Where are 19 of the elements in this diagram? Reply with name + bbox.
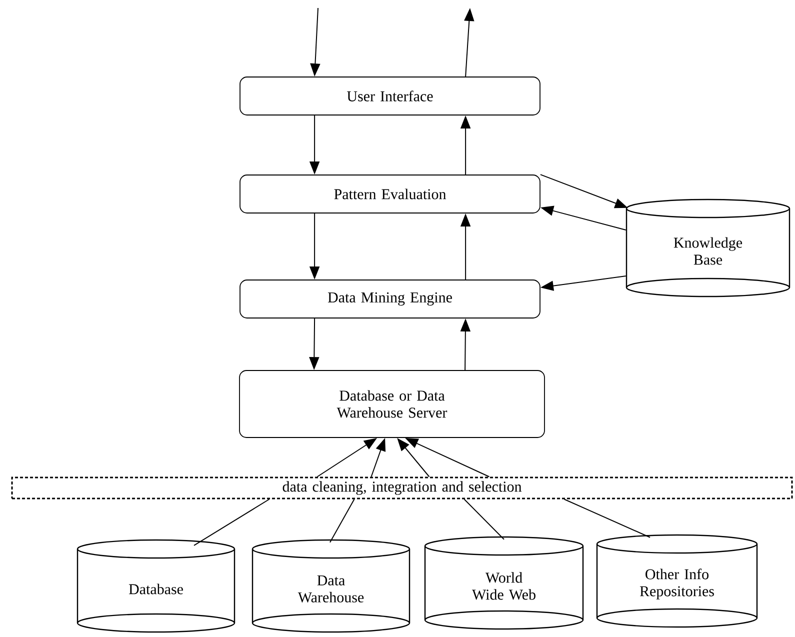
- dashed-band: data cleaning, integration and selection: [11, 476, 793, 500]
- connector-line: [194, 498, 270, 546]
- database-cylinder: Database: [76, 539, 236, 633]
- node-label: Data Warehouse: [298, 575, 364, 603]
- connector-line: [330, 498, 355, 543]
- node-label: World Wide Web: [472, 572, 536, 600]
- database-cylinder: Other Info Repositories: [596, 534, 758, 628]
- process-box: Database or Data Warehouse Server: [239, 370, 545, 438]
- node-label: Database: [128, 584, 183, 594]
- process-box: Pattern Evaluation: [240, 174, 540, 214]
- database-cylinder: Knowledge Base: [626, 198, 790, 298]
- connector-line: [464, 498, 504, 540]
- connector-line: [564, 498, 650, 538]
- process-box: User Interface: [240, 76, 540, 116]
- database-cylinder: Data Warehouse: [252, 539, 410, 633]
- process-box: Data Mining Engine: [240, 280, 540, 318]
- node-label: Knowledge Base: [674, 237, 742, 265]
- database-cylinder: World Wide Web: [424, 536, 584, 630]
- node-label: Other Info Repositories: [640, 568, 714, 600]
